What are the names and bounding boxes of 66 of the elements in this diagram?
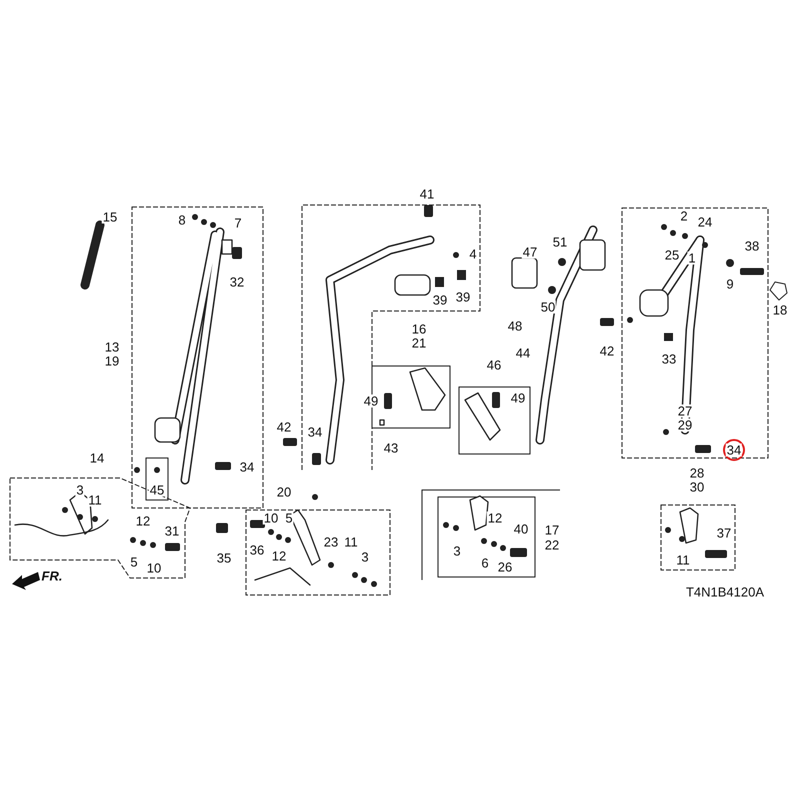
callout-number: 10 xyxy=(262,512,280,524)
callout-number: 11 xyxy=(343,536,359,548)
callout-number: 22 xyxy=(544,538,560,552)
callout-number: 46 xyxy=(486,358,502,372)
callout-number: 36 xyxy=(248,544,266,556)
callout-number: 26 xyxy=(496,560,514,574)
direction-label: FR. xyxy=(40,570,64,582)
callout-number: 15 xyxy=(102,210,118,224)
callout-number: 32 xyxy=(228,276,246,288)
callout-number: 16 xyxy=(410,322,428,336)
callout-number: 48 xyxy=(506,320,524,332)
callout-number: 49 xyxy=(362,394,380,408)
callout-number: 45 xyxy=(148,484,166,496)
callout-number: 17 xyxy=(544,524,560,536)
callout-number: 23 xyxy=(322,536,340,548)
callout-number: 24 xyxy=(696,216,714,228)
callout-number: 3 xyxy=(452,544,462,558)
callout-number: 5 xyxy=(284,512,294,524)
callout-number: 51 xyxy=(552,236,568,248)
callout-number: 33 xyxy=(660,352,678,366)
callout-number: 40 xyxy=(512,522,530,536)
callout-number: 12 xyxy=(270,550,288,562)
callout-number: 13 xyxy=(104,340,120,354)
callout-number: 20 xyxy=(276,486,292,498)
callout-number: 47 xyxy=(522,246,538,258)
callout-number: 18 xyxy=(772,304,788,316)
callout-number: 12 xyxy=(486,512,504,524)
callout-number: 10 xyxy=(146,562,162,574)
callout-number: 19 xyxy=(104,354,120,368)
callout-number: 39 xyxy=(432,294,448,306)
callout-number: 7 xyxy=(233,216,243,230)
callout-number: 8 xyxy=(177,214,187,226)
callout-number: 37 xyxy=(716,526,732,540)
callout-number: 3 xyxy=(75,484,85,496)
callout-number: 41 xyxy=(418,188,436,200)
callout-number: 11 xyxy=(87,494,103,506)
callout-number: 35 xyxy=(216,552,232,564)
callout-number: 38 xyxy=(744,240,760,252)
callout-number: 12 xyxy=(134,514,152,528)
callout-number: 30 xyxy=(688,480,706,494)
callout-number: 25 xyxy=(664,248,680,262)
callout-number: 11 xyxy=(675,554,691,566)
callout-number: 6 xyxy=(480,556,490,570)
callout-number: 34 xyxy=(238,460,256,474)
callout-number: 1 xyxy=(687,252,697,264)
callout-number: 43 xyxy=(382,442,400,454)
callout-number: 39 xyxy=(454,290,472,304)
callout-number: 3 xyxy=(360,550,370,564)
callout-number: 50 xyxy=(540,300,556,314)
callout-number: 28 xyxy=(688,466,706,480)
callout-number: 42 xyxy=(598,344,616,358)
callout-number: 14 xyxy=(88,452,106,464)
callout-number: 2 xyxy=(679,210,689,222)
callout-number: 4 xyxy=(468,248,478,260)
callout-number: 27 xyxy=(676,404,694,418)
callout-number: 29 xyxy=(676,418,694,432)
callout-number: 31 xyxy=(164,524,180,538)
diagram-code: T4N1B4120A xyxy=(684,586,766,598)
callout-number: 21 xyxy=(410,336,428,350)
callout-number: 9 xyxy=(725,278,735,290)
callout-number: 49 xyxy=(510,392,526,404)
callout-number: 42 xyxy=(276,420,292,434)
callout-number: 34 xyxy=(306,426,324,438)
callout-number: 5 xyxy=(129,556,139,568)
callout-number: 34 xyxy=(726,444,742,456)
callout-number: 44 xyxy=(514,346,532,360)
